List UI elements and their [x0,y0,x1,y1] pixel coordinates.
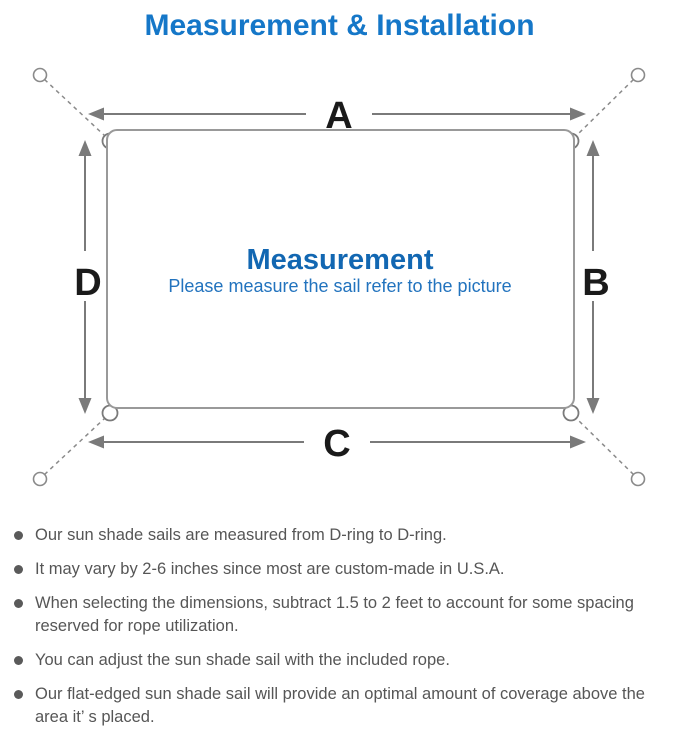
dimension-arrow-c [88,435,586,449]
dimension-arrow-b [586,140,600,414]
bullet-text: Our flat-edged sun shade sail will provi… [35,685,645,726]
rope-line-bottom-left [43,417,106,476]
list-item: Our sun shade sails are measured from D-… [14,524,679,547]
arrowhead-left-icon [88,107,104,121]
rope-dashed-lines [43,78,635,476]
anchor-rings [32,67,646,487]
list-item: Our flat-edged sun shade sail will provi… [14,683,679,729]
dimension-arrow-d [78,140,92,414]
bullet-icon [14,690,23,699]
anchor-ring-icon [32,67,48,83]
diagram-center-subtitle: Please measure the sail refer to the pic… [168,276,511,296]
bullet-text: Our sun shade sails are measured from D-… [35,526,447,544]
instruction-list: Our sun shade sails are measured from D-… [0,524,679,729]
rope-line-top-left [43,78,106,137]
anchor-ring-icon [32,471,48,487]
page-title: Measurement & Installation [144,9,535,42]
sail-diagram-canvas: A B C D Measurement Please measure the s… [32,67,646,487]
anchor-ring-icon [630,67,646,83]
anchor-ring-icon [630,471,646,487]
dimension-label-a: A [325,95,352,137]
dimension-label-d: D [74,262,101,304]
rope-line-top-right [575,78,635,137]
arrowhead-right-icon [570,107,586,121]
arrowhead-down-icon [586,398,600,414]
bullet-text: When selecting the dimensions, subtract … [35,594,634,635]
diagram-center-title: Measurement [247,244,434,276]
dimension-label-c: C [323,423,350,465]
arrowhead-down-icon [78,398,92,414]
rope-line-bottom-right [575,417,635,476]
arrowhead-up-icon [78,140,92,156]
arrowhead-right-icon [570,435,586,449]
arrowhead-left-icon [88,435,104,449]
list-item: You can adjust the sun shade sail with t… [14,649,679,672]
dimension-arrow-a [88,107,586,121]
bullet-text: It may vary by 2-6 inches since most are… [35,560,505,578]
sail-rectangle [106,129,575,409]
measurement-diagram: A B C D Measurement Please measure the s… [0,49,679,497]
bullet-icon [14,531,23,540]
bullet-icon [14,656,23,665]
list-item: When selecting the dimensions, subtract … [14,592,679,638]
arrowhead-up-icon [586,140,600,156]
bullet-text: You can adjust the sun shade sail with t… [35,651,450,669]
bullet-icon [14,599,23,608]
dimension-label-b: B [582,262,609,304]
bullet-icon [14,565,23,574]
list-item: It may vary by 2-6 inches since most are… [14,558,679,581]
